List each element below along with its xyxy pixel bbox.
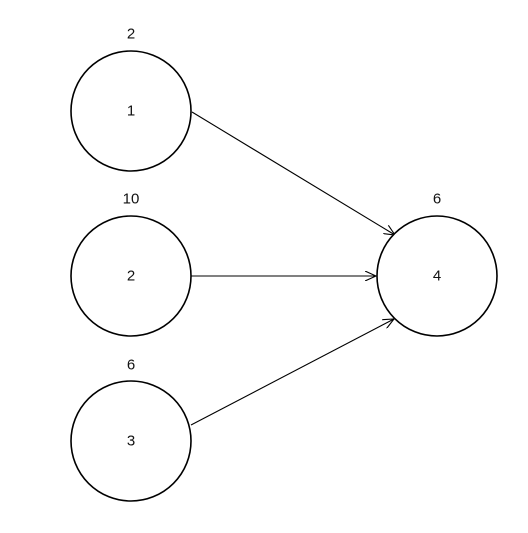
node-3-weight: 6 bbox=[127, 357, 135, 374]
node-4-circle[interactable] bbox=[376, 215, 498, 337]
node-2-label: 2 bbox=[127, 268, 135, 285]
node-1-circle[interactable] bbox=[70, 50, 192, 172]
node-2-circle[interactable] bbox=[70, 215, 192, 337]
edge-3-to-4 bbox=[190, 319, 394, 426]
node-3-label: 3 bbox=[127, 433, 135, 450]
node-4-label: 4 bbox=[433, 268, 441, 285]
node-2-weight: 10 bbox=[123, 191, 140, 208]
node-1-label: 1 bbox=[127, 103, 135, 120]
node-4[interactable]: 6 4 bbox=[376, 191, 498, 337]
node-3-circle[interactable] bbox=[70, 380, 192, 502]
edges bbox=[190, 111, 395, 426]
node-1-weight: 2 bbox=[127, 26, 135, 43]
node-2[interactable]: 10 2 bbox=[70, 191, 192, 337]
node-1[interactable]: 2 1 bbox=[70, 26, 192, 172]
edge-1-to-4 bbox=[191, 111, 395, 235]
node-4-weight: 6 bbox=[433, 191, 441, 208]
node-3[interactable]: 6 3 bbox=[70, 357, 192, 502]
